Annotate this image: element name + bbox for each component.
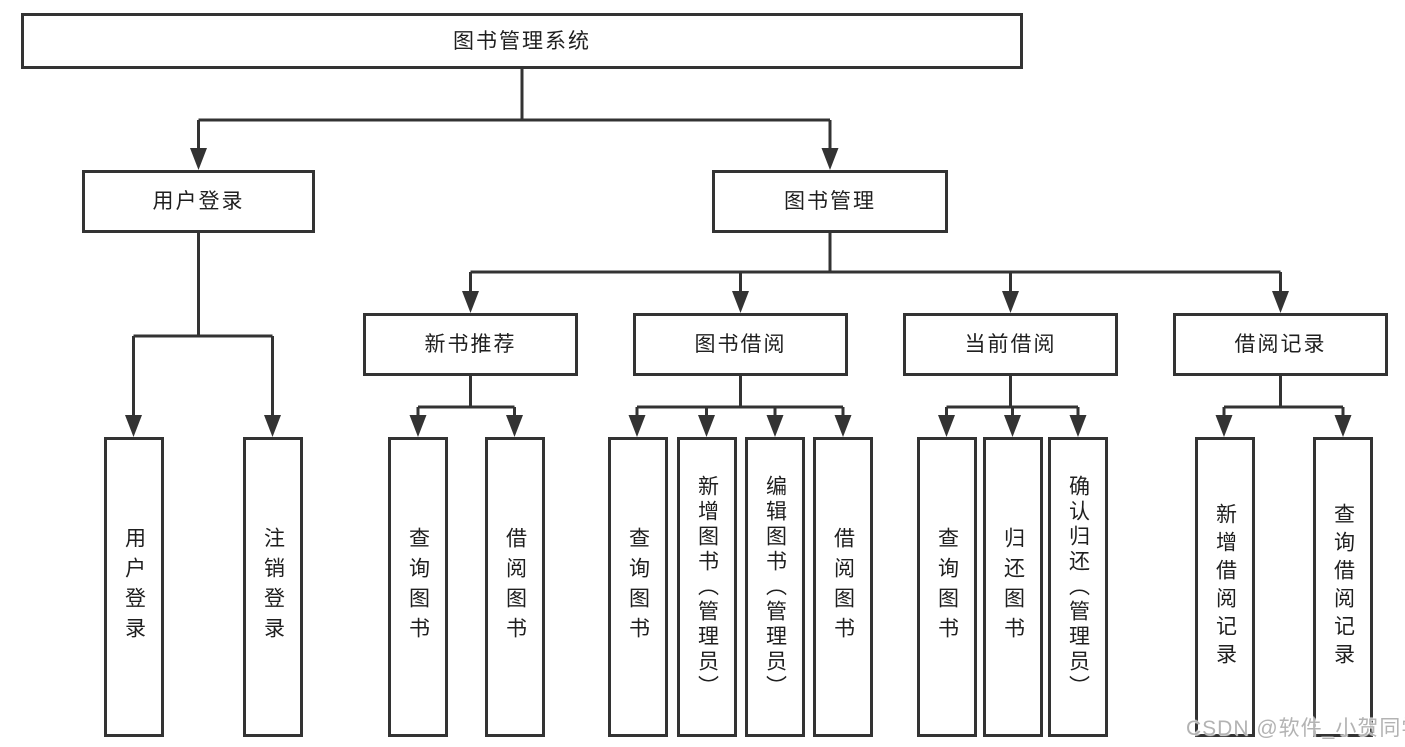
node-label: 新增借阅记录 xyxy=(1213,503,1237,671)
node-label: 注销登录 xyxy=(261,527,285,647)
node-user-login: 用户登录 xyxy=(82,170,315,233)
node-logout-leaf: 注销登录 xyxy=(243,437,303,737)
node-label: 用户登录 xyxy=(122,527,146,647)
node-label: 借阅图书 xyxy=(831,527,855,647)
node-book-borrow: 图书借阅 xyxy=(633,313,848,376)
node-return-book: 归还图书 xyxy=(983,437,1043,737)
node-query-borrow-record: 查询借阅记录 xyxy=(1313,437,1373,737)
node-label: 归还图书 xyxy=(1001,527,1025,647)
node-label: 图书借阅 xyxy=(694,333,787,356)
node-edit-book-admin: 编辑图书（管理员） xyxy=(745,437,805,737)
node-label: 图书管理系统 xyxy=(453,29,591,53)
node-new-book-recommend: 新书推荐 xyxy=(363,313,578,376)
csdn-watermark: CSDN @软件_小贺同学 xyxy=(1186,717,1405,740)
node-borrow-query-book: 查询图书 xyxy=(608,437,668,737)
node-label: 新书推荐 xyxy=(424,333,517,356)
node-label: 用户登录 xyxy=(152,190,245,213)
node-book-management: 图书管理 xyxy=(712,170,948,233)
node-label: 编辑图书（管理员） xyxy=(763,474,787,700)
node-confirm-return-admin: 确认归还（管理员） xyxy=(1048,437,1108,737)
node-label: 确认归还（管理员） xyxy=(1066,474,1090,700)
node-current-borrow: 当前借阅 xyxy=(903,313,1118,376)
node-user-login-leaf: 用户登录 xyxy=(104,437,164,737)
node-add-book-admin: 新增图书（管理员） xyxy=(677,437,737,737)
node-borrow-borrow-book: 借阅图书 xyxy=(813,437,873,737)
node-borrow-records: 借阅记录 xyxy=(1173,313,1388,376)
node-add-borrow-record: 新增借阅记录 xyxy=(1195,437,1255,737)
node-label: 借阅图书 xyxy=(503,527,527,647)
node-label: 当前借阅 xyxy=(964,333,1057,356)
node-label: 查询借阅记录 xyxy=(1331,503,1355,671)
node-label: 借阅记录 xyxy=(1234,333,1327,356)
node-label: 查询图书 xyxy=(626,527,650,647)
node-system-root: 图书管理系统 xyxy=(21,13,1023,69)
node-label: 新增图书（管理员） xyxy=(695,474,719,700)
node-label: 查询图书 xyxy=(406,527,430,647)
node-newrec-borrow-book: 借阅图书 xyxy=(485,437,545,737)
node-label: 图书管理 xyxy=(784,190,876,213)
node-current-query-book: 查询图书 xyxy=(917,437,977,737)
node-newrec-query-book: 查询图书 xyxy=(388,437,448,737)
node-label: 查询图书 xyxy=(935,527,959,647)
